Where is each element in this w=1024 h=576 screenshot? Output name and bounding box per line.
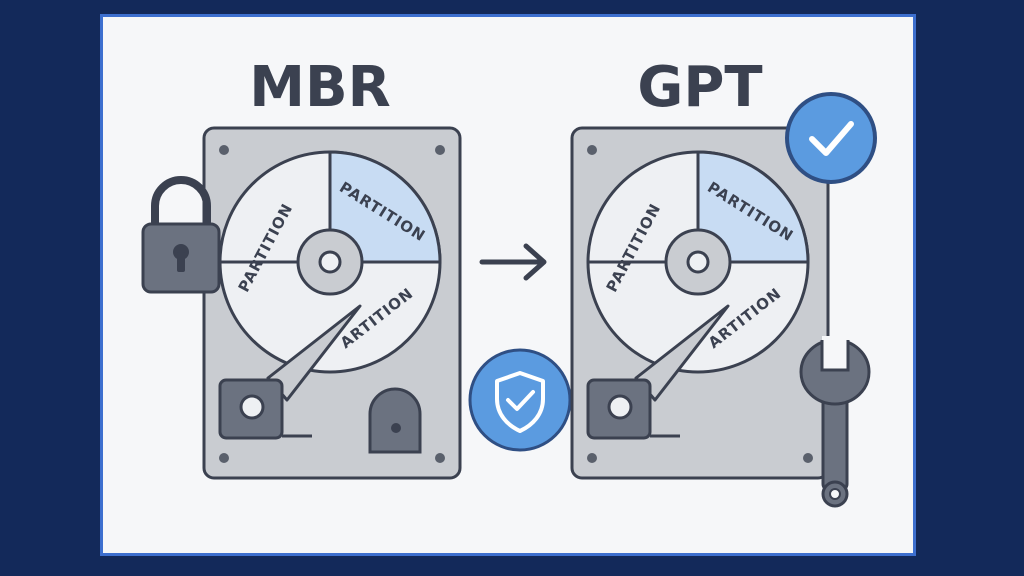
check-badge-icon bbox=[785, 92, 877, 184]
mbr-title: MBR bbox=[249, 55, 391, 120]
gpt-actuator-arm bbox=[586, 304, 730, 440]
gpt-drive: PARTITION PARTITION ARTITION bbox=[570, 126, 830, 480]
arrow-right-icon bbox=[479, 243, 547, 281]
gpt-title: GPT bbox=[637, 55, 762, 120]
mbr-connector bbox=[368, 387, 422, 454]
mbr-actuator-arm bbox=[218, 304, 362, 440]
mbr-drive: PARTITION PARTITION ARTITION bbox=[202, 126, 462, 480]
lock-icon bbox=[141, 176, 221, 294]
gpt-platter bbox=[586, 150, 810, 374]
shield-check-icon bbox=[468, 348, 572, 452]
wrench-icon bbox=[799, 336, 871, 508]
mbr-platter bbox=[218, 150, 442, 374]
